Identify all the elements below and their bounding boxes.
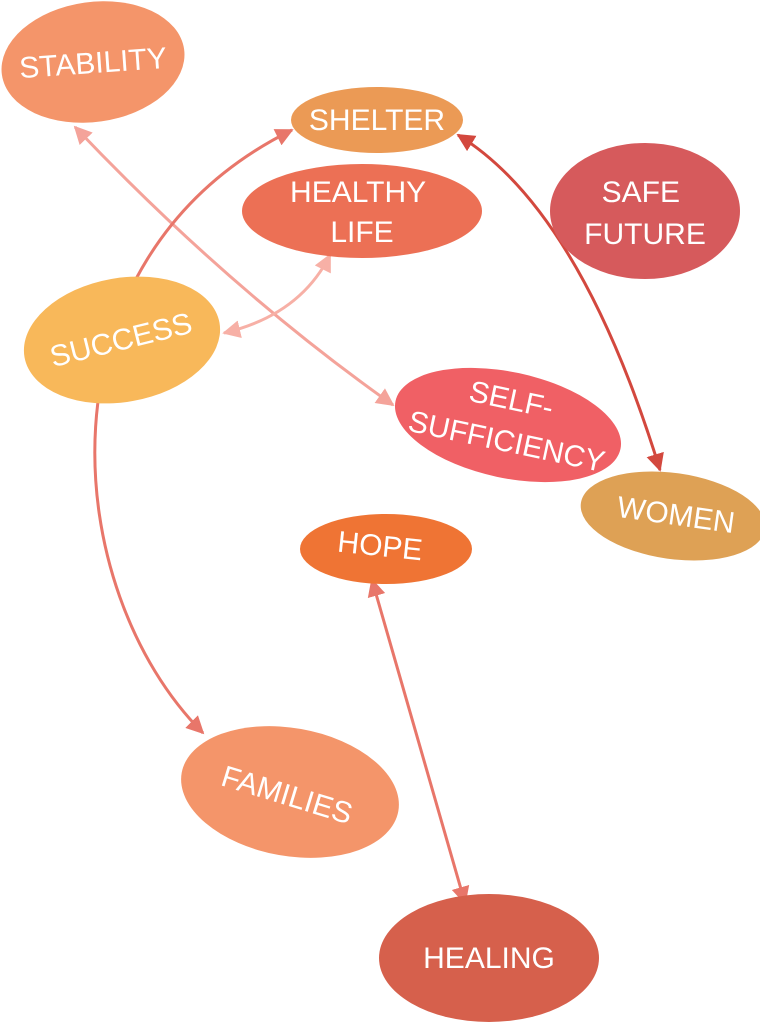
node-stability-shape: [1, 1, 185, 123]
node-healing-shape: [379, 894, 599, 1022]
node-families-shape: [181, 726, 399, 858]
node-self-sufficiency-shape: [394, 367, 622, 483]
node-shelter: SHELTER: [291, 87, 463, 153]
node-healthy-life: HEALTHY LIFE: [242, 164, 482, 258]
node-families: FAMILIES: [181, 726, 399, 858]
node-success: SUCCESS: [23, 276, 221, 404]
node-shelter-shape: [291, 87, 463, 153]
node-healthy-life-shape: [242, 164, 482, 258]
node-hope: HOPE: [300, 514, 472, 584]
node-women: WOMEN: [580, 471, 760, 561]
connectors: [73, 125, 664, 905]
node-safe-future-shape: [550, 143, 740, 279]
node-safe-future: SAFE FUTURE: [550, 143, 740, 279]
node-success-shape: [23, 276, 221, 404]
connector-hope-healing: [367, 578, 470, 905]
connector-shelter-women: [456, 133, 664, 472]
node-shelter-label: SHELTER: [309, 104, 445, 137]
node-stability: STABILITY: [1, 1, 185, 123]
node-healthy-life-label: HEALTHY LIFE: [290, 176, 434, 249]
node-women-shape: [580, 471, 760, 561]
node-safe-future-label: SAFE FUTURE: [584, 176, 706, 251]
node-self-sufficiency: SELF- SUFFICIENCY: [394, 367, 622, 483]
connector-healthy-life-success: [222, 253, 332, 339]
node-hope-shape: [300, 514, 472, 584]
connector-shelter-families: [93, 128, 294, 735]
node-healing-label: HEALING: [423, 942, 555, 975]
node-healing: HEALING: [379, 894, 599, 1022]
